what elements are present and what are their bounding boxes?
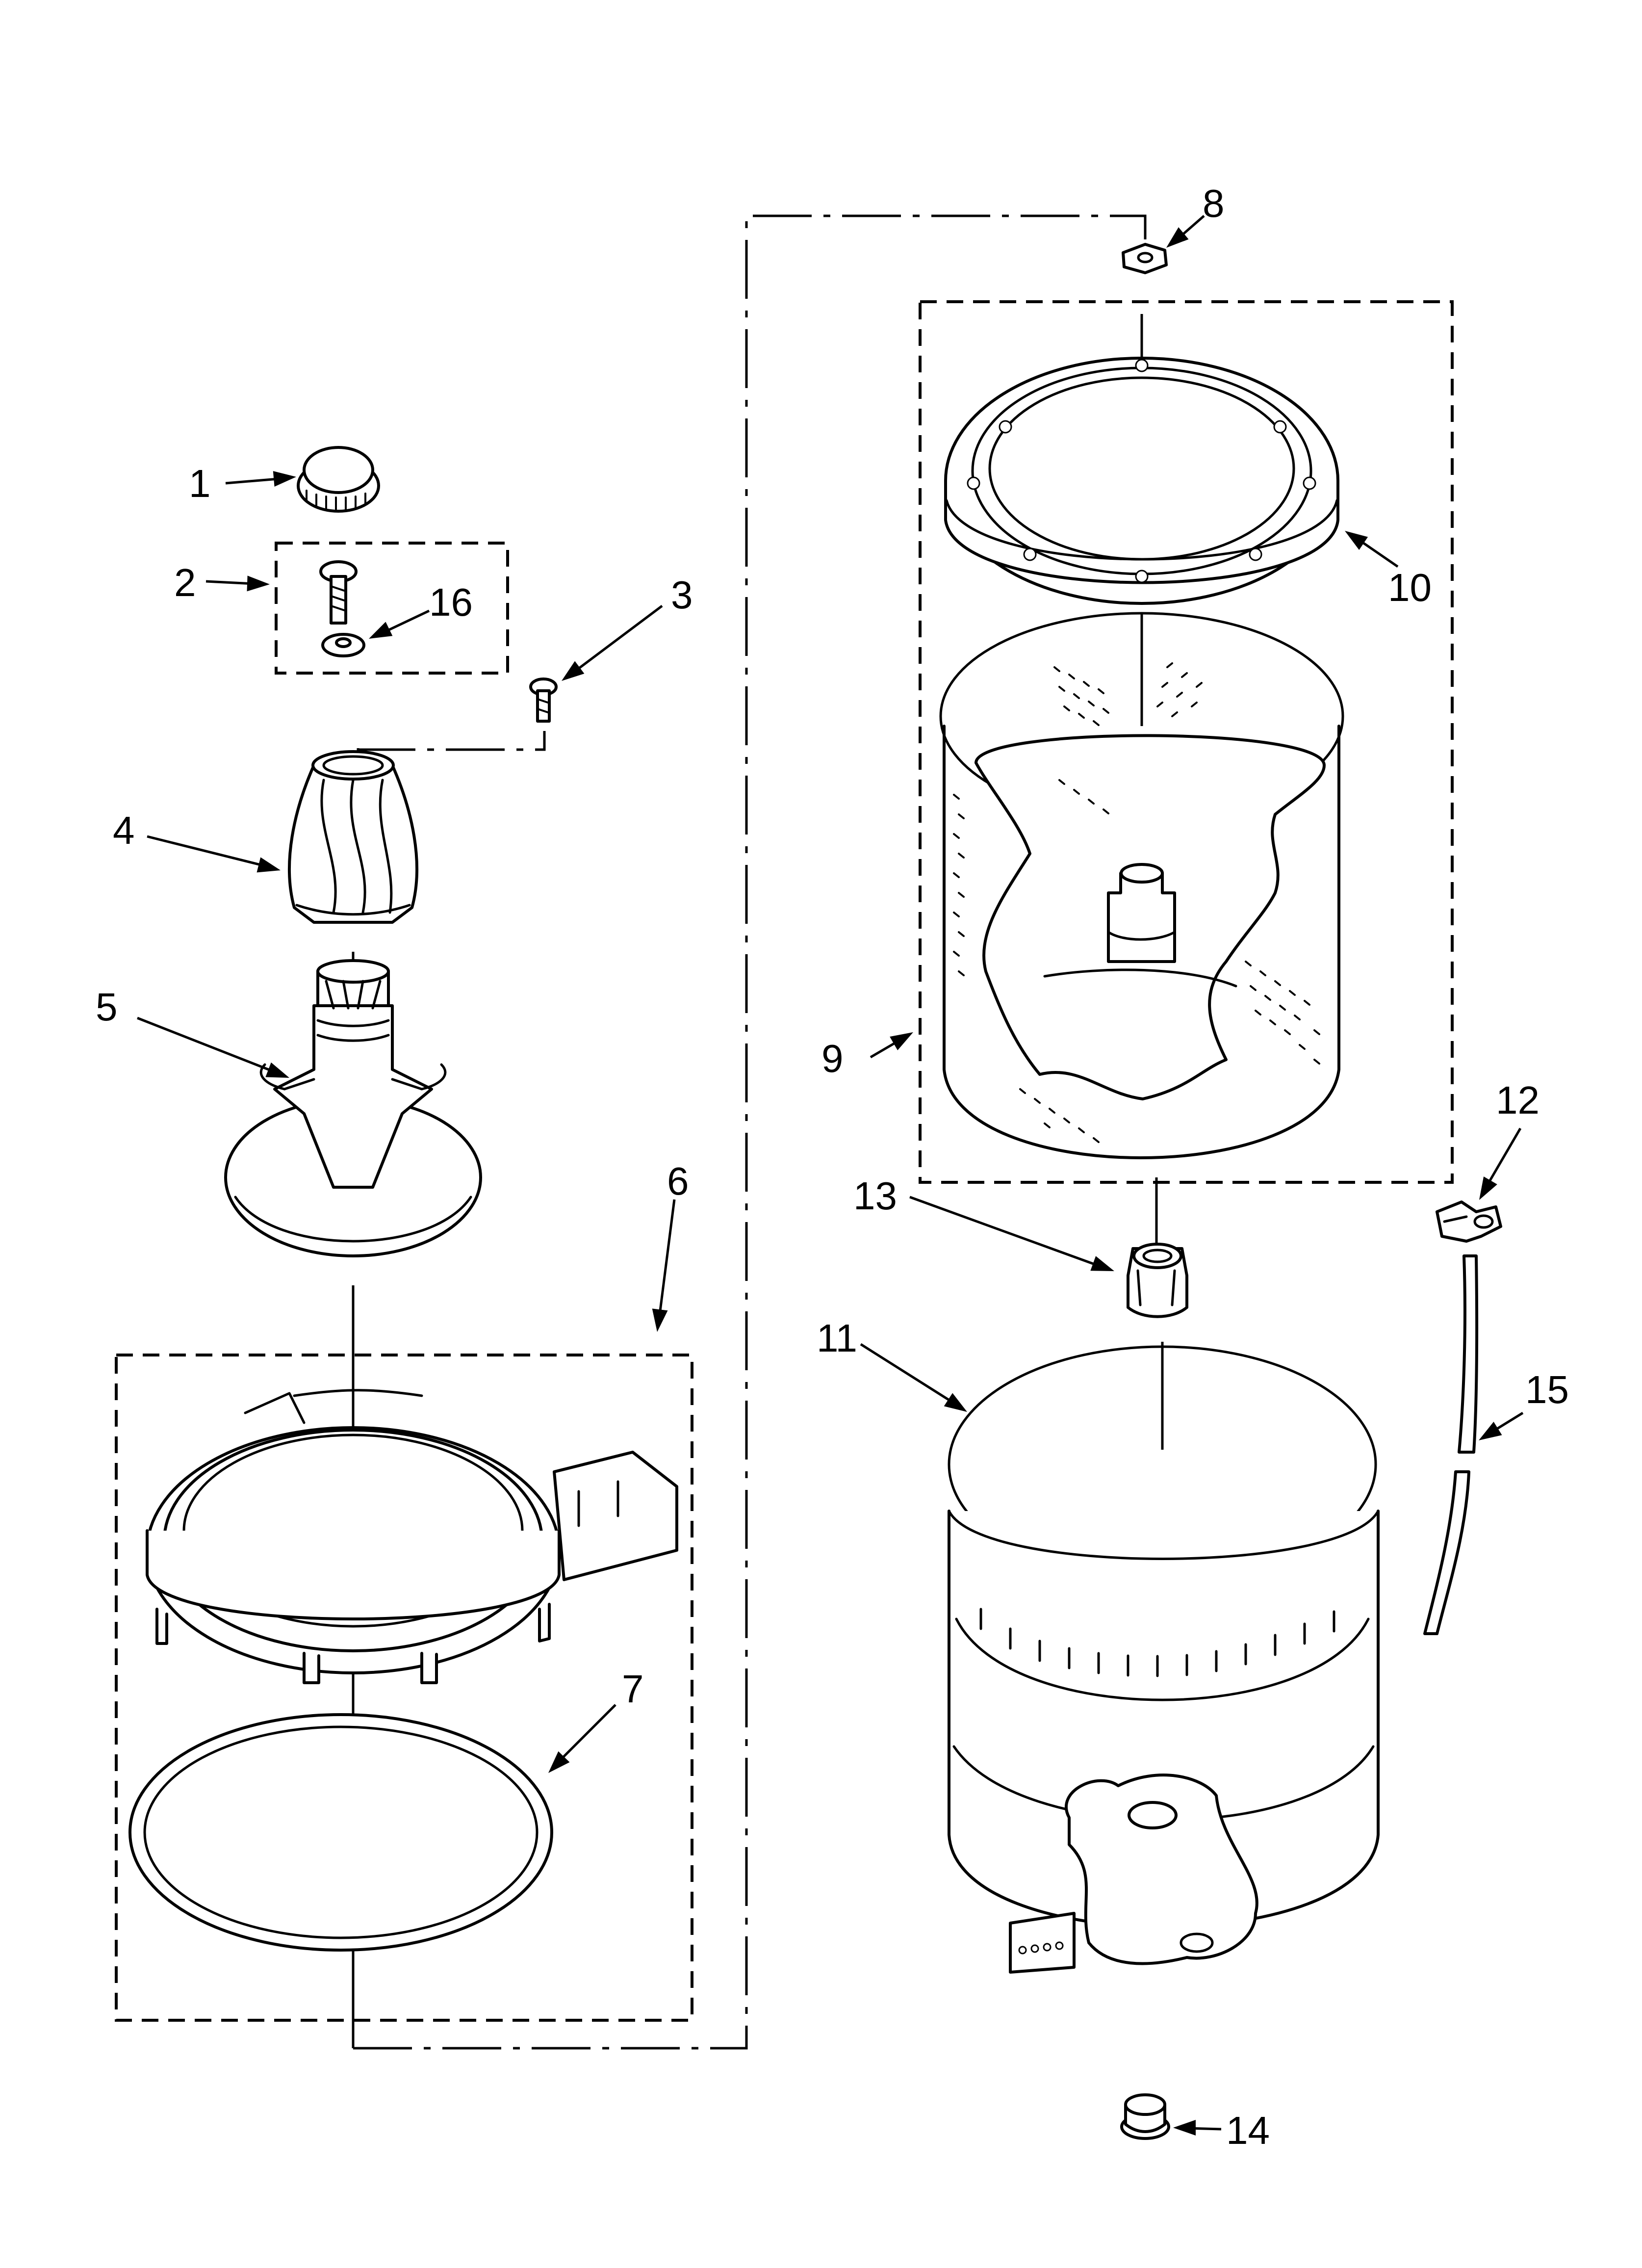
callout-8: 8 — [1203, 182, 1225, 225]
callout-labels: 1 2 3 4 5 6 7 8 9 10 11 12 13 14 15 16 — [96, 182, 1569, 2152]
callout-13: 13 — [853, 1174, 897, 1218]
callout-10: 10 — [1388, 566, 1432, 609]
callout-9: 9 — [821, 1037, 844, 1080]
part-10-balance-ring — [944, 357, 1339, 605]
callout-3: 3 — [671, 573, 693, 617]
part-1-cap — [297, 446, 380, 513]
part-3-screw — [529, 678, 558, 723]
group-box-2 — [275, 542, 509, 675]
part-12-clip — [1436, 1200, 1502, 1243]
callout-14: 14 — [1226, 2109, 1270, 2152]
part-7-seal-ring — [128, 1713, 553, 1952]
group-box-6 — [115, 1354, 693, 2022]
part-4-agitator-top — [287, 750, 419, 924]
callout-4: 4 — [113, 808, 135, 852]
part-16-washer — [321, 633, 365, 657]
basket-perforations — [953, 662, 1320, 1143]
part-13-hub — [1127, 1243, 1188, 1318]
callout-6: 6 — [667, 1159, 689, 1203]
part-9-spin-basket — [939, 612, 1344, 1159]
part-5-agitator-base — [224, 959, 482, 1257]
callout-15: 15 — [1525, 1368, 1569, 1411]
callout-5: 5 — [96, 985, 118, 1029]
part-11-outer-tub — [948, 1345, 1380, 1974]
part-2-bolt — [319, 560, 358, 625]
callout-2: 2 — [174, 561, 196, 604]
part-8-nut — [1122, 243, 1168, 274]
callout-11: 11 — [817, 1316, 857, 1360]
callout-7: 7 — [622, 1667, 644, 1711]
part-15-hose — [1423, 1254, 1479, 1635]
callout-16: 16 — [429, 580, 473, 624]
leader-lines — [137, 215, 1524, 2136]
part-6-tub-ring — [146, 1389, 678, 1684]
group-box-9 — [919, 300, 1454, 1184]
callout-12: 12 — [1496, 1078, 1539, 1122]
callout-1: 1 — [189, 462, 211, 505]
part-14-plug — [1120, 2093, 1170, 2140]
